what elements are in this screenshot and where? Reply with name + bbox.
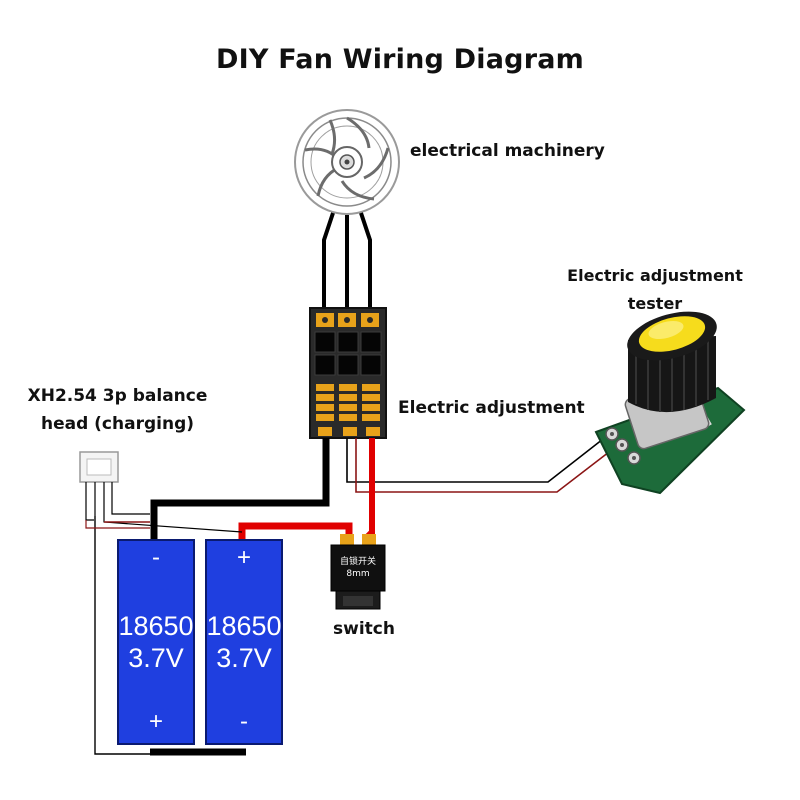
- motor-label: electrical machinery: [410, 141, 605, 161]
- balance-label-line1: XH2.54 3p balance: [27, 386, 208, 406]
- battery-left-model: 18650: [118, 611, 194, 641]
- battery-right-bottom-terminal: -: [240, 708, 248, 735]
- tester-label: Electric adjustment tester: [555, 262, 755, 318]
- balance-label: XH2.54 3p balance head (charging): [20, 382, 215, 438]
- page-title: DIY Fan Wiring Diagram: [216, 44, 584, 75]
- balance-label-line2: head (charging): [40, 414, 195, 434]
- tester-label-line1: Electric adjustment: [567, 266, 743, 285]
- battery-right: [205, 539, 283, 745]
- battery-left: [117, 539, 195, 745]
- battery-right-top-terminal: +: [236, 544, 251, 571]
- tester-label-line2: tester: [627, 294, 683, 313]
- tester-board: [594, 311, 746, 495]
- battery-left-bottom-terminal: +: [148, 708, 163, 735]
- battery-left-top-terminal: -: [152, 544, 160, 571]
- battery-left-voltage: 3.7V: [128, 643, 184, 673]
- switch-body-line2: 8mm: [346, 569, 370, 579]
- switch-icon: [330, 534, 386, 610]
- wires: [85, 431, 623, 756]
- battery-right-voltage: 3.7V: [216, 643, 272, 673]
- motor-icon: [294, 109, 400, 215]
- balance-connector: [79, 451, 119, 483]
- switch-label: switch: [333, 619, 395, 639]
- esc-label: Electric adjustment: [398, 398, 585, 418]
- switch-body-line1: 自锁开关: [339, 557, 376, 567]
- esc-board: [309, 307, 387, 439]
- battery-right-model: 18650: [206, 611, 282, 641]
- switch-body-text: 自锁开关 8mm: [333, 556, 383, 580]
- motor-phase-wires: [321, 212, 372, 318]
